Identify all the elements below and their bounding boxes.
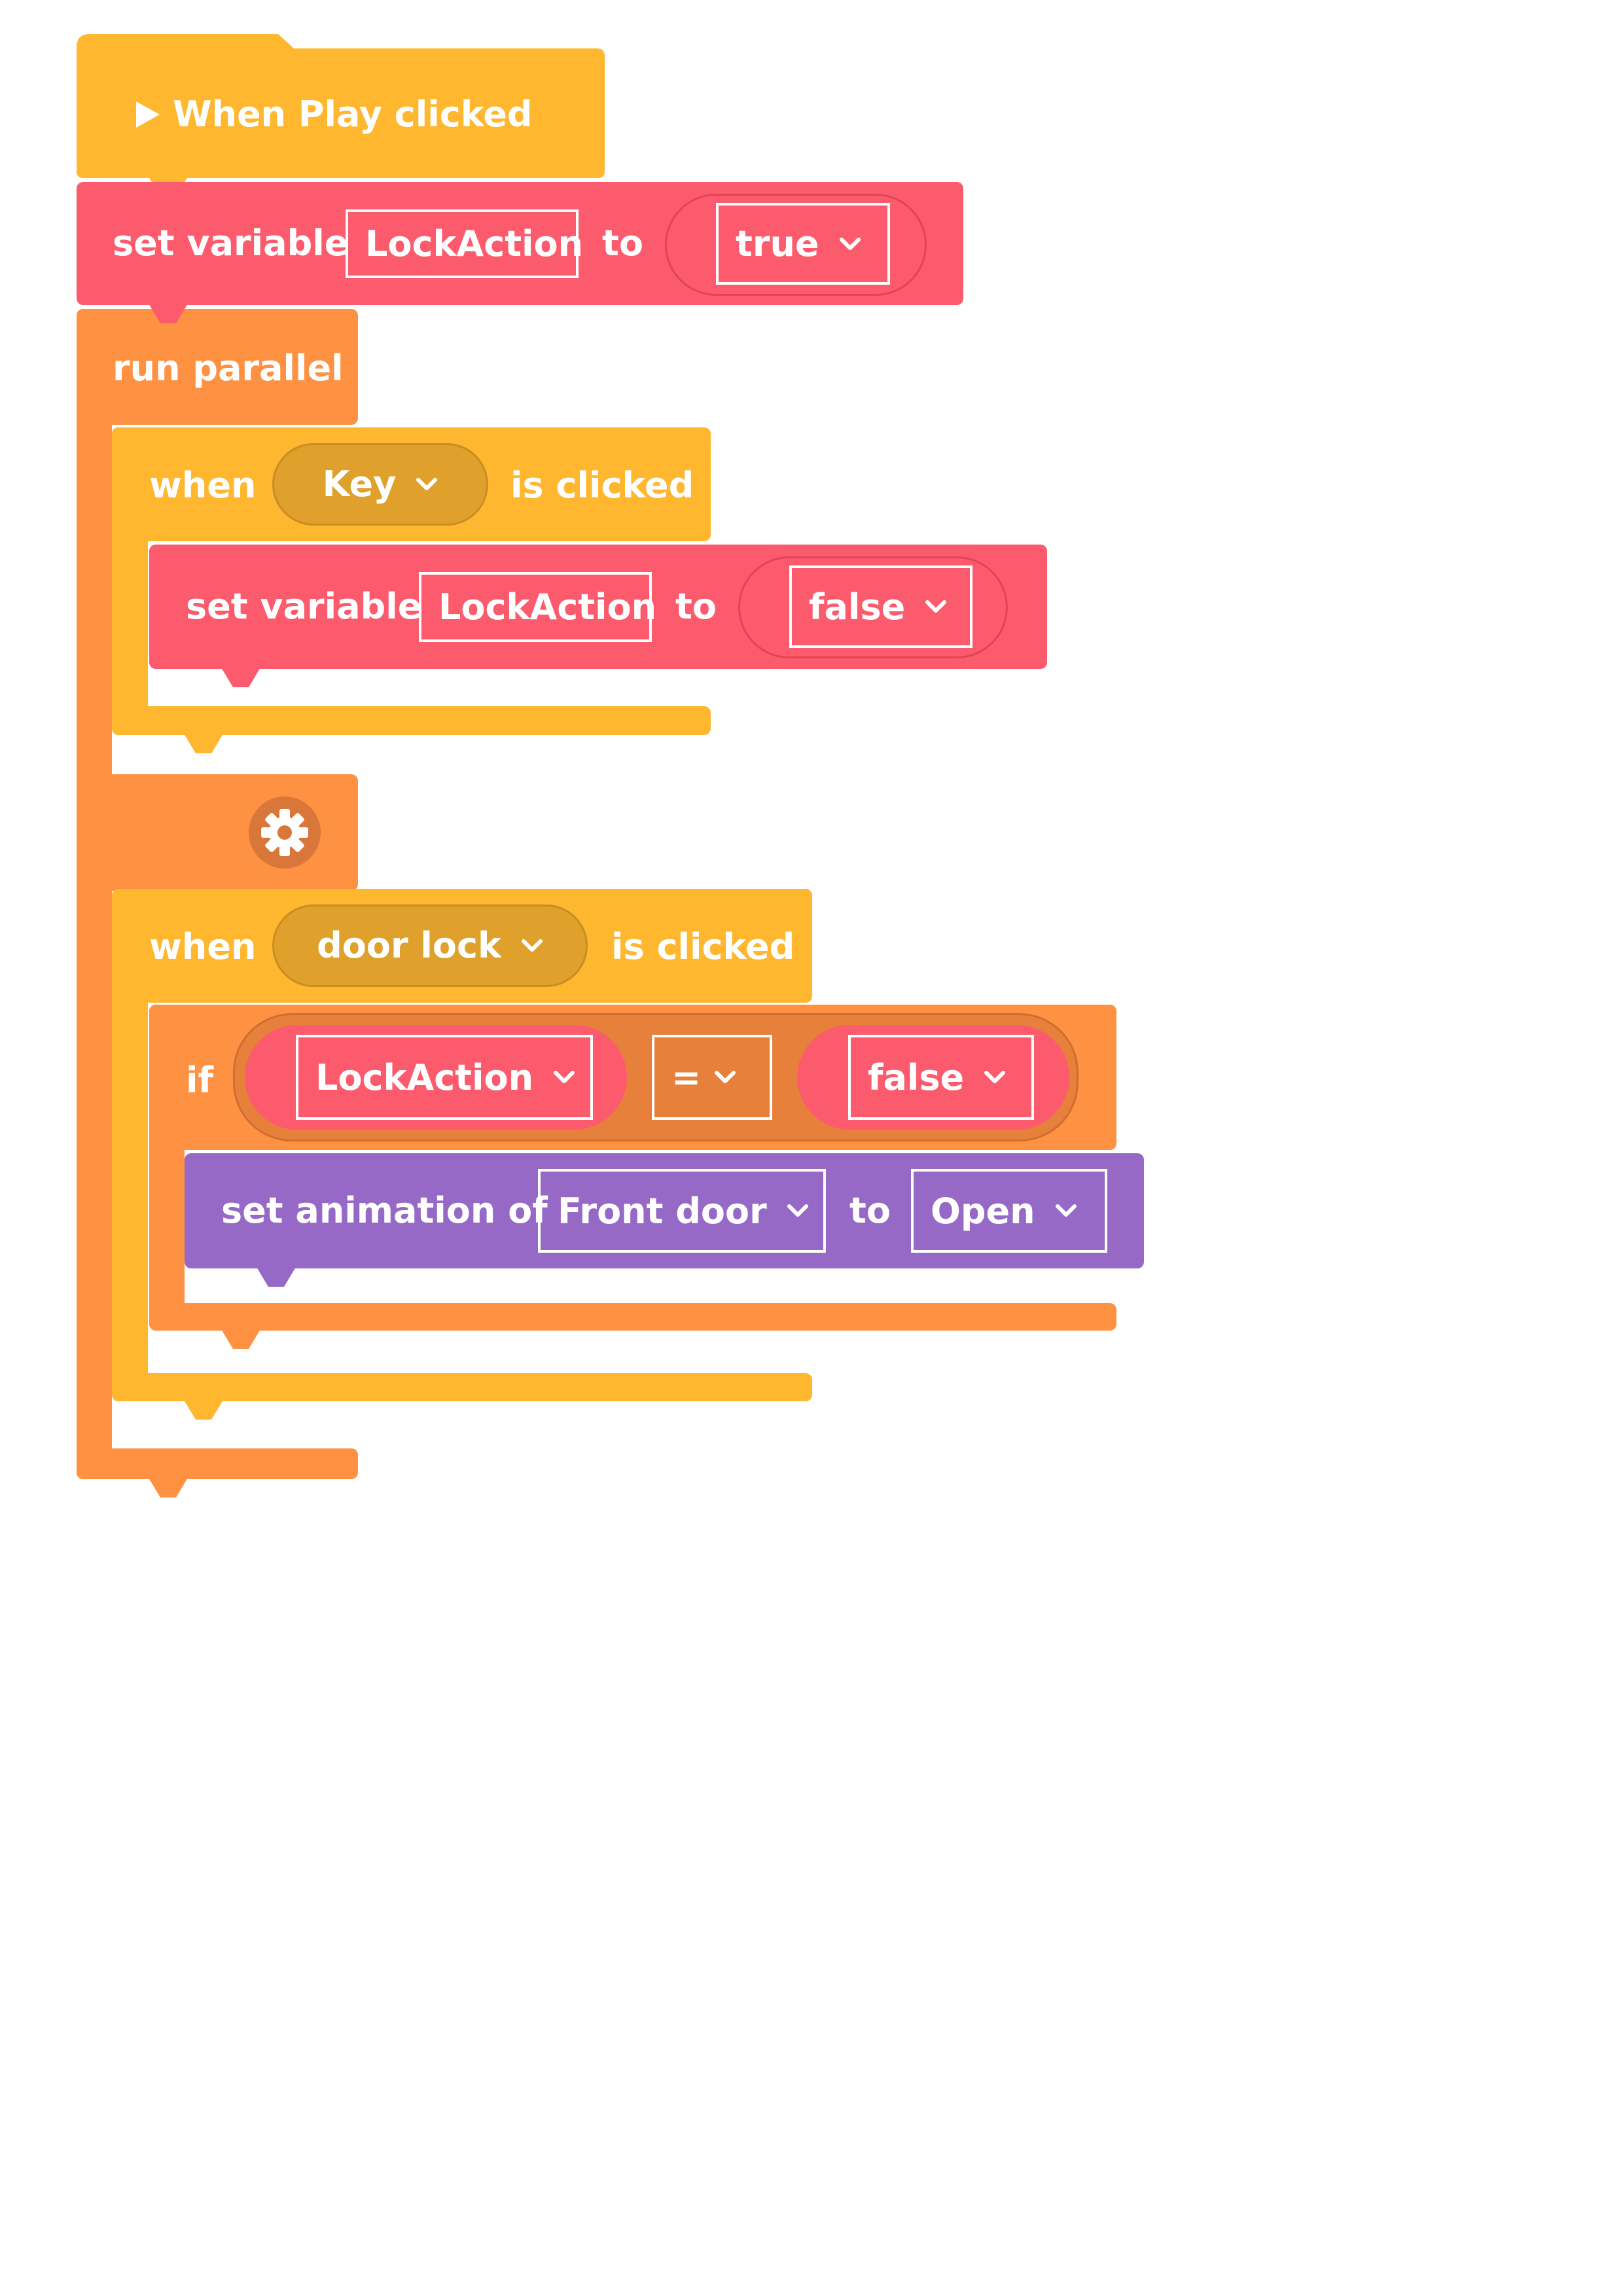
parallel-settings-button[interactable] <box>249 797 321 869</box>
when-key-arm <box>112 427 148 735</box>
set-variable-1-value-dropdown[interactable]: true <box>716 203 890 285</box>
set-variable-2-value-slot <box>738 556 1008 658</box>
set-animation-to: to <box>849 1190 891 1231</box>
set-animation-object: Front door <box>558 1190 767 1232</box>
chevron-down-icon <box>1055 1204 1077 1218</box>
if-left-operand-dropdown[interactable]: LockAction <box>296 1035 593 1120</box>
set-variable-2-notch <box>195 668 287 687</box>
set-variable-2-prefix: set variable <box>186 586 422 627</box>
run-parallel-notch <box>122 1478 214 1498</box>
set-variable-1-variable: LockAction <box>365 223 584 264</box>
set-variable-2-variable: LockAction <box>438 586 657 628</box>
chevron-down-icon <box>553 1070 575 1085</box>
set-variable-2-value: false <box>809 586 906 628</box>
when-door-lock-footer <box>112 1373 812 1401</box>
set-variable-2-value-dropdown[interactable]: false <box>789 565 972 648</box>
chevron-down-icon <box>925 600 947 614</box>
if-left-operand: LockAction <box>315 1056 534 1098</box>
when-key-target: Key <box>322 463 397 505</box>
if-keyword: if <box>186 1060 214 1101</box>
when-play-label: When Play clicked <box>173 94 533 135</box>
when-key-prefix: when <box>149 465 257 506</box>
if-right-operand-dropdown[interactable]: false <box>848 1035 1034 1120</box>
gear-icon <box>261 809 308 856</box>
run-parallel-label: run parallel <box>113 348 344 389</box>
run-parallel-arm <box>77 309 112 1479</box>
chevron-down-icon <box>521 939 543 953</box>
set-animation-notch <box>230 1267 322 1287</box>
chevron-down-icon <box>787 1204 809 1218</box>
if-notch <box>195 1329 287 1349</box>
chevron-down-icon <box>714 1070 736 1085</box>
if-left-operand-pill <box>245 1025 627 1130</box>
set-variable-1-value: true <box>736 223 819 264</box>
when-door-lock-target-dropdown[interactable]: door lock <box>272 905 588 987</box>
when-key-footer <box>112 706 711 735</box>
set-variable-1-value-slot <box>665 194 927 296</box>
set-variable-2-to: to <box>675 586 717 627</box>
if-operator: = <box>671 1056 702 1098</box>
if-arm <box>149 1005 185 1331</box>
if-right-operand-pill <box>797 1025 1069 1130</box>
set-variable-2-variable-field[interactable]: LockAction <box>419 572 656 642</box>
when-door-lock-prefix: when <box>149 926 257 967</box>
when-key-suffix: is clicked <box>510 465 694 506</box>
set-animation-prefix: set animation of <box>221 1190 548 1231</box>
when-key-notch <box>158 734 249 753</box>
play-triangle-icon <box>136 101 160 128</box>
chevron-down-icon <box>839 237 861 251</box>
set-variable-1-notch <box>122 304 214 323</box>
set-variable-1-variable-field[interactable]: LockAction <box>346 209 583 278</box>
run-parallel-footer <box>77 1448 358 1479</box>
set-animation-animation: Open <box>931 1190 1035 1232</box>
run-parallel-block[interactable] <box>77 309 358 425</box>
if-footer <box>149 1303 1116 1331</box>
chevron-down-icon <box>984 1070 1006 1085</box>
when-door-lock-target: door lock <box>317 925 501 966</box>
when-play-hat-shape <box>77 34 605 178</box>
set-variable-1-prefix: set variable <box>113 223 349 264</box>
set-animation-block[interactable] <box>185 1153 1144 1268</box>
when-door-lock-notch <box>158 1400 249 1420</box>
when-door-lock-arm <box>112 889 148 1401</box>
set-variable-1-to: to <box>602 223 643 264</box>
if-operator-dropdown[interactable]: = <box>652 1035 772 1120</box>
if-right-operand: false <box>868 1056 965 1098</box>
chevron-down-icon <box>416 477 438 492</box>
set-animation-animation-dropdown[interactable]: Open <box>911 1169 1107 1253</box>
when-key-target-dropdown[interactable]: Key <box>272 443 488 526</box>
when-door-lock-suffix: is clicked <box>611 926 795 967</box>
set-animation-object-dropdown[interactable]: Front door <box>538 1169 826 1253</box>
